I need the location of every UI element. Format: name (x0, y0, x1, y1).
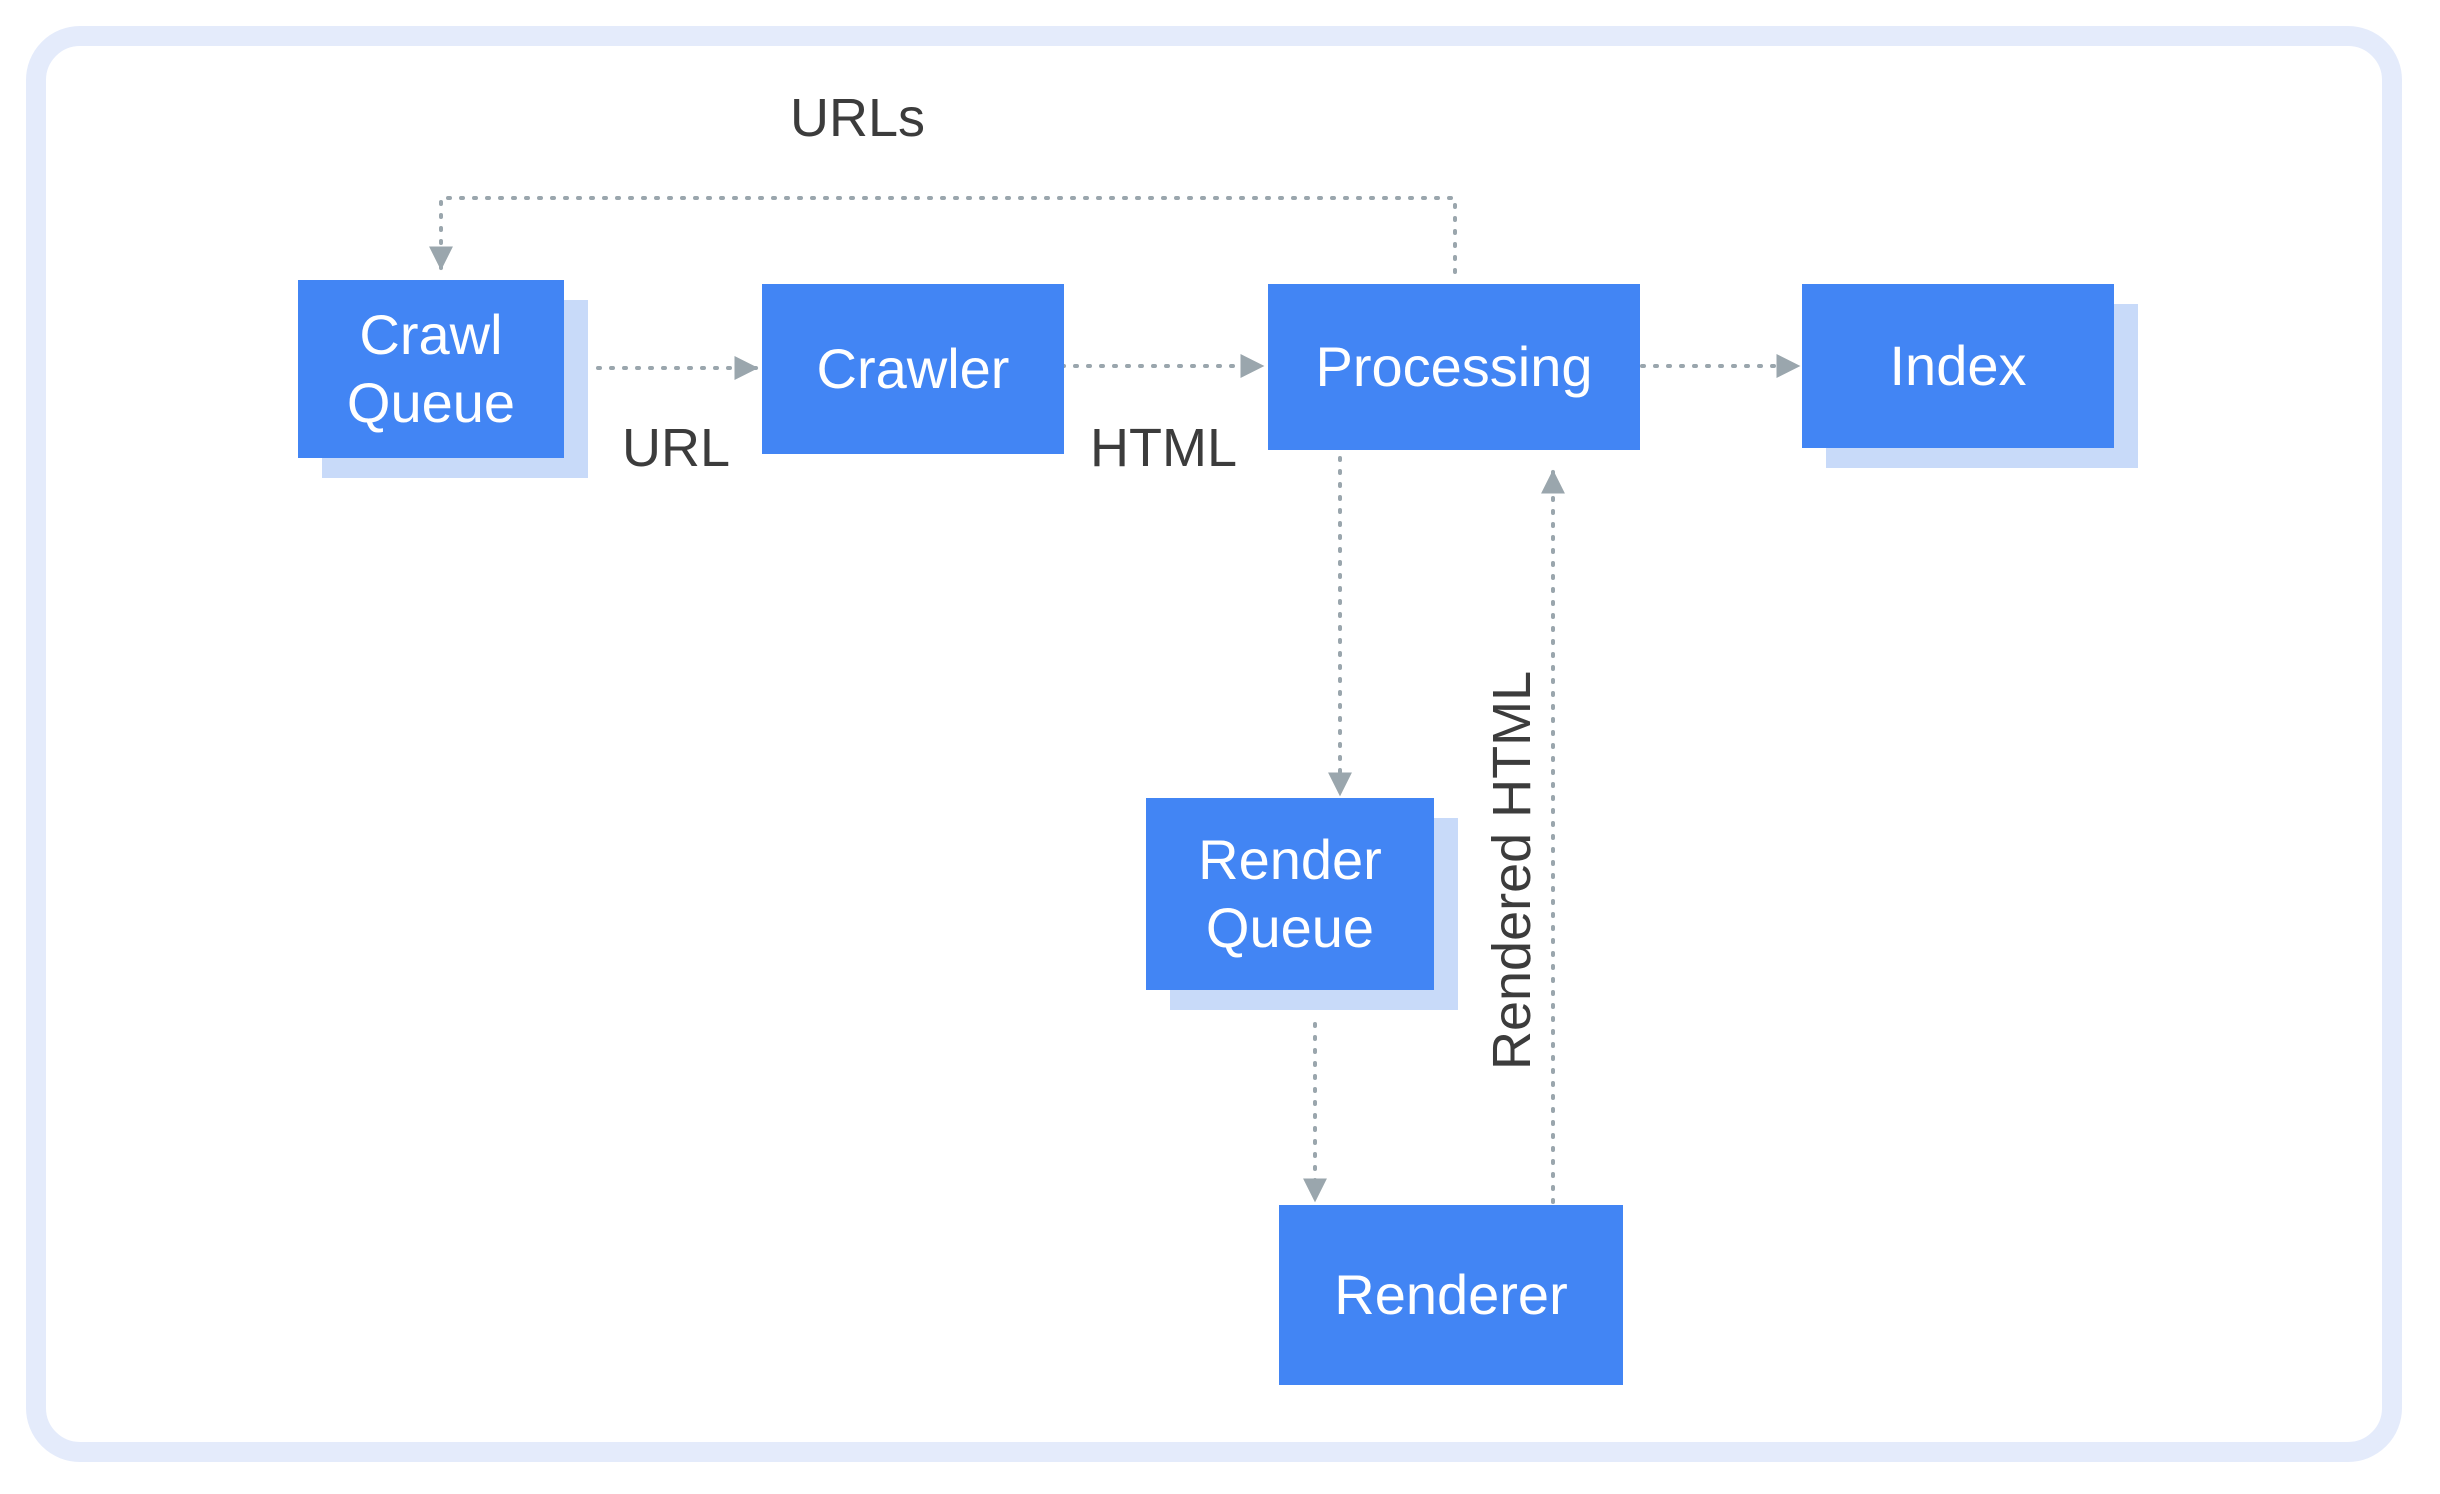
crawl-queue-node: Crawl Queue (298, 280, 564, 458)
processing-node: Processing (1268, 284, 1640, 450)
index-node: Index (1802, 284, 2114, 448)
url-edge-label: URL (622, 418, 731, 478)
render-queue-node: Render Queue (1146, 798, 1434, 990)
urls-edge-label: URLs (790, 88, 926, 148)
crawler-node: Crawler (762, 284, 1064, 454)
diagram-frame (26, 26, 2402, 1462)
rendered-html-edge-label: Rendered HTML (1482, 670, 1542, 1070)
edge-processing-to-crawl-queue (429, 196, 1457, 274)
renderer-node: Renderer (1279, 1205, 1623, 1385)
html-edge-label: HTML (1090, 418, 1237, 478)
